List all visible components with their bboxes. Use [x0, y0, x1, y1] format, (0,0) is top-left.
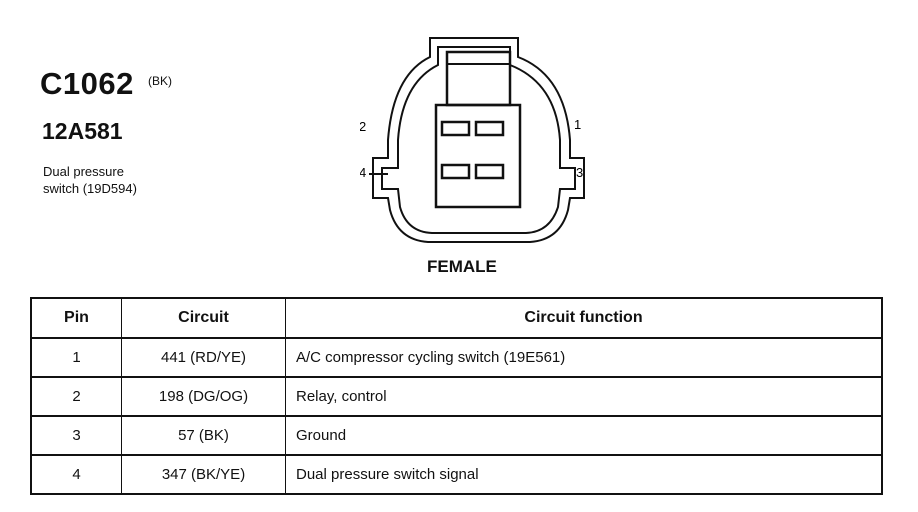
- connector-inner-shell: [381, 46, 576, 234]
- circuit-cell: 347 (BK/YE): [121, 454, 286, 495]
- connector-gender: FEMALE: [427, 257, 497, 276]
- terminal-housing: [434, 103, 522, 209]
- connector-latch: [445, 50, 512, 107]
- description-line-1: Dual pressure: [43, 164, 124, 179]
- header-circuit-function: Circuit function: [285, 297, 883, 339]
- cavity-1: [474, 120, 505, 137]
- pin-cell: 2: [30, 376, 122, 417]
- part-number: 12A581: [42, 118, 123, 144]
- table-row: 4 347 (BK/YE) Dual pressure switch signa…: [30, 454, 883, 495]
- circuit-cell: 198 (DG/OG): [121, 376, 286, 417]
- connector-outer-shell: [372, 37, 585, 243]
- pin-cell: 1: [30, 337, 122, 378]
- function-cell: Dual pressure switch signal: [285, 454, 883, 495]
- circuit-cell: 441 (RD/YE): [121, 337, 286, 378]
- function-cell: Ground: [285, 415, 883, 456]
- cavity-4: [440, 163, 471, 180]
- pin-label-3: 3: [576, 165, 583, 180]
- table-row: 3 57 (BK) Ground: [30, 415, 883, 456]
- pin-label-1: 1: [574, 117, 581, 132]
- table-header-row: Pin Circuit Circuit function: [30, 297, 883, 339]
- pin-table: Pin Circuit Circuit function 1 441 (RD/Y…: [30, 297, 883, 495]
- table-row: 1 441 (RD/YE) A/C compressor cycling swi…: [30, 337, 883, 378]
- function-cell: Relay, control: [285, 376, 883, 417]
- cavity-3: [474, 163, 505, 180]
- cavity-2: [440, 120, 471, 137]
- pin-cell: 3: [30, 415, 122, 456]
- pin-label-4: 4: [360, 165, 366, 180]
- table-row: 2 198 (DG/OG) Relay, control: [30, 376, 883, 417]
- pin-cell: 4: [30, 454, 122, 495]
- header-circuit: Circuit: [121, 297, 286, 339]
- header-pin: Pin: [30, 297, 122, 339]
- description-line-2: switch (19D594): [43, 181, 137, 196]
- connector-face-diagram: 2 1 4 3: [360, 37, 585, 243]
- connector-id: C1062: [40, 66, 134, 101]
- pin-label-2: 2: [360, 119, 366, 134]
- connector-color: (BK): [148, 74, 172, 88]
- circuit-cell: 57 (BK): [121, 415, 286, 456]
- function-cell: A/C compressor cycling switch (19E561): [285, 337, 883, 378]
